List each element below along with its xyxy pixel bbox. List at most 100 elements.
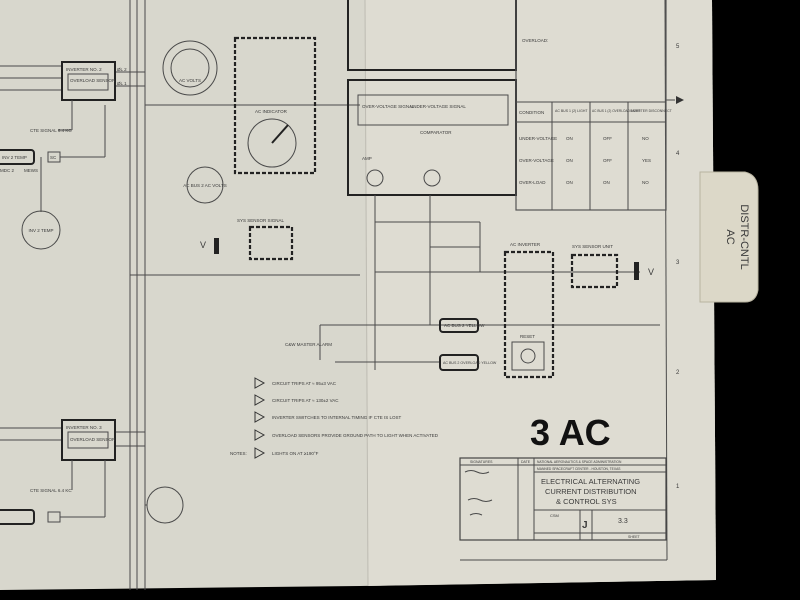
reset-knob-icon bbox=[520, 348, 536, 364]
svg-text:OFF: OFF bbox=[603, 158, 612, 163]
svg-text:UNDER-VOLTAGE: UNDER-VOLTAGE bbox=[519, 136, 557, 141]
tab-label-line1: AC bbox=[724, 229, 736, 244]
table-header: AC BUS 1 (2) OVERLOAD LIGHT bbox=[592, 109, 640, 113]
ac-indicator-switch[interactable]: AC INDICATOR bbox=[233, 36, 317, 175]
sys-sensor-signal-label: SYS SENSOR SIGNAL bbox=[237, 218, 285, 223]
master-alarm-label: C&W MASTER ALARM bbox=[285, 342, 332, 347]
svg-text:ON: ON bbox=[566, 136, 573, 141]
v-ac-label: V bbox=[648, 267, 654, 277]
overload-sensor-label: OVERLOAD SENSOR bbox=[70, 78, 116, 83]
table-row: OVER-VOLTAGE ON OFF YES bbox=[519, 158, 651, 163]
mews-label: MEWS bbox=[24, 168, 38, 173]
overload-sensor-label: OVERLOAD SENSOR bbox=[70, 437, 116, 442]
phase-label: ØL 1 bbox=[117, 81, 127, 86]
zone-2: 2 bbox=[676, 370, 680, 376]
under-voltage-label: UNDER-VOLTAGE SIGNAL bbox=[410, 104, 466, 109]
connector-icon bbox=[214, 238, 219, 254]
drawing-title-line3: & CONTROL SYS bbox=[556, 497, 617, 506]
overload-label: OVERLOAD: bbox=[522, 38, 548, 43]
border-line bbox=[664, 0, 668, 561]
revision-letter: J bbox=[582, 520, 588, 531]
table-header: AC BUS 1 (2) LIGHT bbox=[555, 109, 588, 113]
svg-text:NO: NO bbox=[642, 180, 649, 185]
ac-bus-volts-label: AC BUS 2 AC VOLTS bbox=[183, 183, 226, 188]
sheet-label: SHEET bbox=[628, 535, 641, 539]
table-row: OVER-LOAD ON ON NO bbox=[519, 180, 649, 185]
svg-text:OFF: OFF bbox=[603, 136, 612, 141]
signatures-header: SIGNATURES bbox=[470, 460, 493, 464]
table-row: UNDER-VOLTAGE ON OFF NO bbox=[519, 136, 649, 141]
over-voltage-label: OVER-VOLTAGE SIGNAL bbox=[362, 104, 415, 109]
svg-text:NO: NO bbox=[642, 136, 649, 141]
zone-4: 4 bbox=[676, 151, 680, 157]
comparator-label: COMPARATOR bbox=[420, 130, 452, 135]
inv-temp-gauge-label: INV 2 TEMP bbox=[29, 228, 54, 233]
connector-icon bbox=[634, 262, 639, 280]
phase-label: ØL 2 bbox=[117, 67, 127, 72]
date-header: DATE bbox=[521, 460, 531, 464]
reset-switch[interactable] bbox=[511, 341, 545, 371]
note-item: CIRCUIT TRIPS AT ≈ 95±3 VAC bbox=[272, 381, 337, 386]
reset-label: RESET bbox=[520, 334, 535, 339]
svg-text:ON: ON bbox=[603, 180, 610, 185]
csm-label: CSM bbox=[550, 513, 559, 518]
table-header: INVERTER DISCONNECT bbox=[630, 109, 673, 113]
condition-table: CONDITION AC BUS 1 (2) LIGHT AC BUS 1 (2… bbox=[516, 101, 673, 210]
mdc-label: MDC 2 bbox=[0, 168, 14, 173]
drawing-number: 3.3 bbox=[618, 518, 628, 525]
tab-label-line2: DISTR-CNTL bbox=[738, 204, 750, 269]
inverter-2-block[interactable]: INVERTER NO. 2 OVERLOAD SENSOR ØL 2 ØL 1 bbox=[61, 61, 127, 101]
bus-lines bbox=[0, 0, 360, 590]
svg-text:OVER-VOLTAGE: OVER-VOLTAGE bbox=[519, 158, 554, 163]
center-label: MANNED SPACECRAFT CENTER - HOUSTON, TEXA… bbox=[537, 467, 621, 471]
ac-indicator-label: AC INDICATOR bbox=[255, 109, 288, 114]
svg-text:ON: ON bbox=[566, 180, 573, 185]
transistor-icon bbox=[366, 169, 384, 187]
section-tab[interactable] bbox=[699, 171, 759, 303]
note-item: CIRCUIT TRIPS AT ≈ 130±2 VAC bbox=[272, 398, 339, 403]
signature-scribble bbox=[464, 470, 493, 516]
fold-line bbox=[364, 0, 369, 587]
zone-1: 1 bbox=[676, 484, 680, 490]
drawing-title-line2: CURRENT DISTRIBUTION bbox=[545, 487, 637, 496]
sc-label: SC bbox=[50, 155, 57, 160]
ac-inverter-label: AC INVERTER bbox=[510, 242, 541, 247]
zone-3: 3 bbox=[676, 260, 680, 266]
inverter-3-block[interactable]: INVERTER NO. 3 OVERLOAD SENSOR bbox=[61, 419, 116, 461]
overload-light-label: AC BUS 2 OVERLOAD YELLOW bbox=[443, 361, 497, 365]
overload-light bbox=[439, 354, 479, 371]
sys-sensor-unit-label: SYS SENSOR UNIT bbox=[572, 244, 613, 249]
drawing-title-line1: ELECTRICAL ALTERNATING bbox=[541, 477, 640, 486]
agency-label: NATIONAL AERONAUTICS & SPACE ADMINISTRAT… bbox=[537, 460, 622, 464]
sys-sensor-unit-box bbox=[570, 253, 619, 289]
zone-arrow-icon bbox=[676, 96, 684, 104]
section-big-label: 3 AC bbox=[530, 412, 611, 453]
ac-volts-label: AC VOLTS bbox=[179, 78, 201, 83]
inv-temp-gauge[interactable]: INV 2 TEMP bbox=[21, 210, 61, 250]
signal-conditioner-box bbox=[47, 151, 61, 163]
notes-label: NOTES: bbox=[230, 451, 247, 456]
sys-sensor-signal-box bbox=[248, 225, 294, 261]
cte-signal-label-bottom: CTE SIGNAL 6.4 KC bbox=[30, 488, 72, 493]
v-ac-label: V bbox=[200, 240, 206, 250]
signal-conditioner-box bbox=[47, 511, 61, 523]
inv3-temp-light bbox=[0, 509, 35, 525]
inv2-temp-light-label: INV 2 TEMP bbox=[2, 155, 27, 160]
notes: NOTES: CIRCUIT TRIPS AT ≈ 95±3 VAC CIRCU… bbox=[230, 377, 439, 459]
paper-right-half bbox=[365, 0, 716, 586]
note-item: INVERTER SWITCHES TO INTERNAL TIMING IF … bbox=[272, 415, 402, 420]
ac-bus-volts-gauge[interactable]: AC BUS 2 AC VOLTS bbox=[183, 166, 227, 204]
cte-signal-label: CTE SIGNAL 6.4 KC bbox=[30, 128, 72, 133]
svg-text:YES: YES bbox=[642, 158, 651, 163]
svg-text:OVER-LOAD: OVER-LOAD bbox=[519, 180, 546, 185]
amp-label: AMP bbox=[362, 156, 372, 161]
inverter-2-label: INVERTER NO. 2 bbox=[66, 67, 102, 72]
wiring bbox=[319, 195, 660, 370]
inv2-temp-light: INV 2 TEMP bbox=[0, 149, 35, 165]
title-block: SIGNATURES DATE NATIONAL AERONAUTICS & S… bbox=[459, 457, 667, 541]
table-header: CONDITION bbox=[519, 110, 544, 115]
ac-inverter-box[interactable] bbox=[503, 250, 555, 379]
ac-bus-light-label: AC BUS 2 YELLOW bbox=[444, 323, 485, 328]
ac-volts-meter[interactable]: AC VOLTS bbox=[162, 40, 218, 96]
